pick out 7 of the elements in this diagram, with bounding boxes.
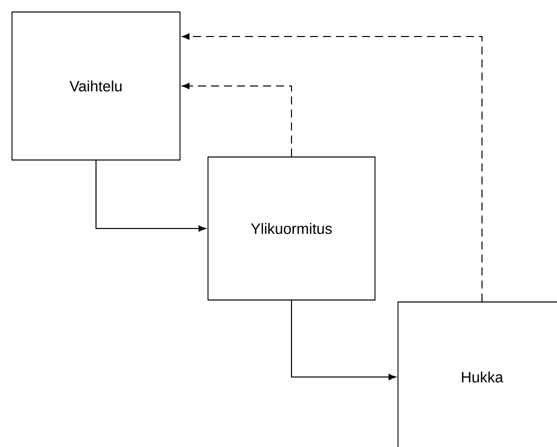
process-box: Hukka (398, 302, 557, 447)
process-box: Ylikuormitus (208, 156, 376, 300)
process-box: Vaihtelu (12, 12, 180, 160)
arrow (291, 300, 396, 380)
arrow (182, 82, 292, 158)
arrow (96, 160, 206, 232)
arrow (182, 33, 482, 302)
